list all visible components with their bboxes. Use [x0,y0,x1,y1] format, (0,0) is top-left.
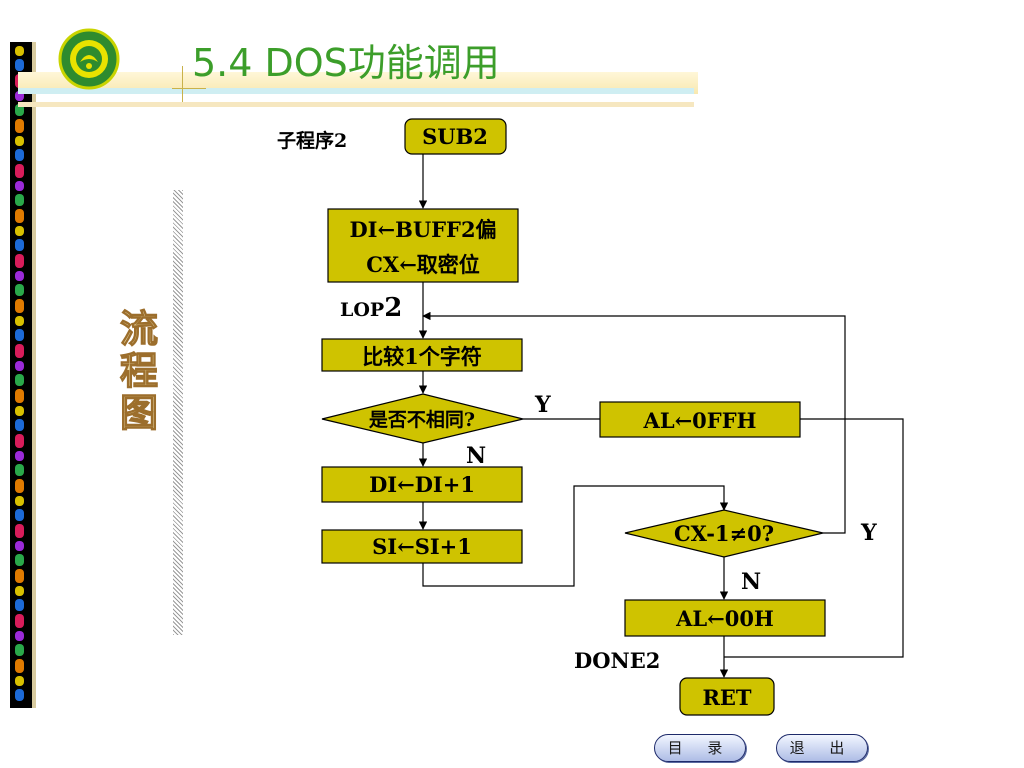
strip-bead [15,194,24,206]
strip-bead [15,406,24,416]
strip-bead [15,119,24,133]
strip-bead [15,344,24,358]
decision2-no-label: N [741,569,761,595]
strip-bead [15,676,24,686]
strip-bead [15,254,24,268]
loop-label: LOP2 [340,293,402,323]
inc-di-box [321,466,523,503]
connector-incsi-decision2 [422,485,729,587]
strip-bead [15,91,24,101]
decision2-label: CX-1≠0? [674,521,774,546]
strip-bead [15,644,24,656]
strip-bead [15,46,24,56]
strip-bead [15,631,24,641]
loop-label-number: 2 [384,293,402,323]
header-band-lower [18,102,694,107]
connector-setff-done [724,418,904,658]
start-terminal [404,118,507,155]
university-logo-icon [58,28,120,90]
strip-bead [15,586,24,596]
side-label-char: 流 [119,306,158,351]
strip-bead [15,479,24,493]
left-decorative-strip [10,42,32,708]
toc-button[interactable]: 目 录 [654,734,746,762]
strip-bead [15,271,24,281]
strip-bead [15,541,24,551]
strip-bead [15,181,24,191]
strip-bead [15,374,24,386]
strip-bead [15,209,24,223]
strip-bead [15,599,24,611]
strip-bead [15,226,24,236]
strip-bead [15,659,24,673]
strip-bead [15,389,24,403]
strip-bead [15,509,24,521]
strip-bead [15,104,24,116]
hatched-divider [173,190,183,635]
inc-si-box [321,529,523,564]
left-strip-shadow [32,42,36,708]
decision1-yes-label: Y [534,392,551,418]
strip-bead [15,419,24,431]
side-label-char: 程 [119,348,158,393]
start-label: SUB2 [422,124,488,149]
compare-label: 比较1个字符 [362,344,482,369]
strip-bead [15,451,24,461]
strip-bead [15,689,24,701]
subroutine-label: 子程序2 [277,129,347,152]
title-crosshair-horizontal [172,88,206,89]
inc-di-label: DI←DI+1 [369,472,475,497]
flow-connectors [418,154,904,678]
title-crosshair-vertical [182,66,183,102]
inc-si-label: SI←SI+1 [372,534,472,559]
decision2-diamond [624,509,824,558]
decision1-diamond [321,393,524,444]
strip-bead [15,496,24,506]
set-00-box [624,599,826,637]
decision1-no-label: N [466,443,486,469]
page-title: 5.4 DOS功能调用 [192,41,500,85]
strip-bead [15,149,24,161]
done-label: DONE2 [574,648,660,673]
set-ff-box [599,401,801,438]
strip-bead [15,316,24,326]
side-label-char: 图 [119,390,158,435]
strip-bead [15,614,24,628]
strip-bead [15,434,24,448]
strip-bead [15,239,24,251]
exit-button[interactable]: 退 出 [776,734,868,762]
set-ff-label: AL←0FFH [643,408,757,433]
side-label-flowchart: 流 程 图 [116,306,162,435]
set-00-label: AL←00H [675,606,774,631]
init-box [327,208,519,283]
end-terminal [679,677,775,716]
connector-loop-back [422,311,846,534]
strip-bead [15,361,24,371]
compare-box [321,338,523,372]
loop-label-prefix: LOP [340,299,384,321]
init-label-line2: CX←取密位 [366,252,480,277]
decision2-yes-label: Y [860,520,877,546]
header-band-cyan [18,88,694,94]
strip-bead [15,284,24,296]
strip-bead [15,59,24,71]
strip-bead [15,164,24,178]
strip-bead [15,524,24,538]
end-label: RET [702,685,751,710]
strip-bead [15,299,24,313]
init-label-line1: DI←BUFF2偏 [349,217,496,242]
strip-bead [15,464,24,476]
strip-bead [15,554,24,566]
strip-bead [15,569,24,583]
strip-bead [15,136,24,146]
decision1-label: 是否不相同? [369,409,475,431]
strip-bead [15,329,24,341]
